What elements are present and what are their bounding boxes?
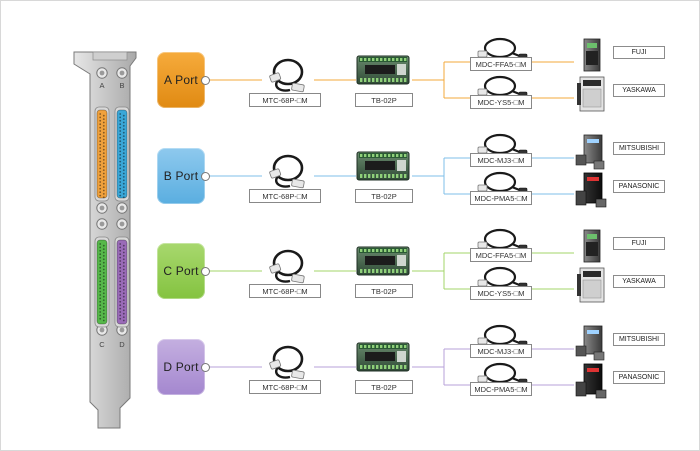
servo-driver-icon [577, 76, 605, 112]
cable-label: MTC-68P-□M [249, 93, 321, 107]
terminal-board-icon [356, 342, 410, 372]
brand-label: PANASONIC [613, 180, 665, 193]
cable-icon [269, 154, 305, 189]
bracket-letter: B [119, 81, 124, 90]
port-label: D Port [163, 360, 199, 374]
port-box-a-port: A Port [157, 52, 205, 108]
board-label: TB-02P [355, 189, 413, 203]
port-connector-dot [201, 267, 210, 276]
driver-cable-label: MDC-PMA5-□M [470, 382, 532, 396]
port-connector-dot [201, 363, 210, 372]
servo-driver-icon [583, 38, 601, 72]
connector-d [114, 236, 130, 328]
servo-driver-icon [575, 363, 607, 399]
port-connector-dot [201, 172, 210, 181]
driver-cable-label: MDC-FFA5-□M [470, 248, 532, 262]
port-box-c-port: C Port [157, 243, 205, 299]
cable-label: MTC-68P-□M [249, 380, 321, 394]
bracket-letter: A [99, 81, 104, 90]
pci-bracket: A B C D [73, 51, 137, 429]
driver-cable-icon [477, 171, 528, 194]
cable-label: MTC-68P-□M [249, 284, 321, 298]
connector-c [94, 236, 110, 328]
board-label: TB-02P [355, 380, 413, 394]
brand-label: FUJI [613, 237, 665, 250]
driver-cable-icon [477, 228, 528, 251]
cable-label: MTC-68P-□M [249, 189, 321, 203]
bracket-letter: D [119, 340, 125, 349]
driver-cable-label: MDC-MJ3-□M [470, 153, 532, 167]
port-label: C Port [163, 264, 199, 278]
brand-label: YASKAWA [613, 275, 665, 288]
brand-label: MITSUBISHI [613, 333, 665, 346]
driver-cable-icon [477, 75, 528, 98]
driver-cable-label: MDC-YS5-□M [470, 286, 532, 300]
driver-cable-icon [477, 266, 528, 289]
brand-label: MITSUBISHI [613, 142, 665, 155]
terminal-board-icon [356, 151, 410, 181]
servo-driver-icon [575, 134, 605, 170]
terminal-board-icon [356, 55, 410, 85]
cable-icon [269, 249, 305, 284]
brand-label: YASKAWA [613, 84, 665, 97]
driver-cable-label: MDC-YS5-□M [470, 95, 532, 109]
servo-driver-icon [577, 267, 605, 303]
connector-b [114, 106, 130, 202]
bracket-tab [92, 51, 128, 61]
port-box-b-port: B Port [157, 148, 205, 204]
terminal-board-icon [356, 246, 410, 276]
driver-cable-label: MDC-FFA5-□M [470, 57, 532, 71]
servo-driver-icon [575, 325, 605, 361]
port-label: A Port [164, 73, 198, 87]
port-label: B Port [163, 169, 199, 183]
board-label: TB-02P [355, 284, 413, 298]
servo-driver-icon [583, 229, 601, 263]
driver-cable-label: MDC-PMA5-□M [470, 191, 532, 205]
driver-cable-icon [477, 37, 528, 60]
connector-a [94, 106, 110, 202]
cable-icon [269, 345, 305, 380]
driver-cable-icon [477, 133, 528, 156]
brand-label: FUJI [613, 46, 665, 59]
driver-cable-icon [477, 362, 528, 385]
port-connector-dot [201, 76, 210, 85]
driver-cable-label: MDC-MJ3-□M [470, 344, 532, 358]
servo-driver-icon [575, 172, 607, 208]
bracket-letter: C [99, 340, 105, 349]
brand-label: PANASONIC [613, 371, 665, 384]
board-label: TB-02P [355, 93, 413, 107]
cable-icon [269, 58, 305, 93]
driver-cable-icon [477, 324, 528, 347]
port-box-d-port: D Port [157, 339, 205, 395]
